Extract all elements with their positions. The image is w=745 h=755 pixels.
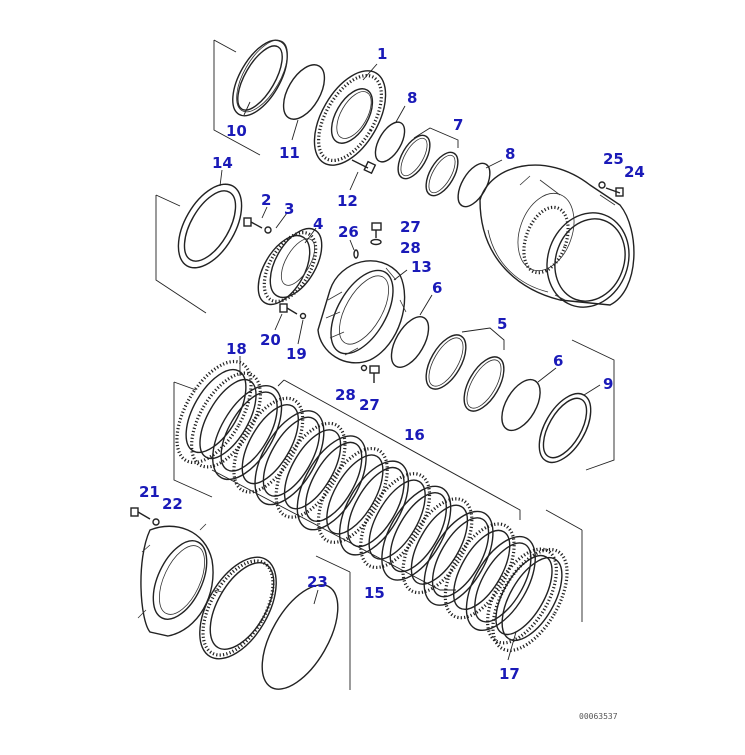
callout-11: 11: [279, 144, 300, 162]
callout-16: 16: [404, 426, 425, 444]
clutch-plate-outer: [423, 510, 494, 606]
clutch-plate-outer: [232, 396, 305, 494]
clutch-plate-inner: [368, 479, 426, 560]
bolt-21: [130, 507, 151, 520]
thrust-plate-14: [177, 183, 243, 269]
callout-28a: 28: [400, 239, 421, 257]
callout-27b: 27: [359, 396, 380, 414]
clutch-plate-inner: [199, 378, 257, 460]
o-ring-11: [282, 64, 326, 120]
bolt-27-upper: [371, 222, 382, 238]
washer-28-lower: [360, 364, 368, 372]
callout-19: 19: [286, 345, 307, 363]
o-ring-6-lower: [501, 378, 541, 432]
callout-2: 2: [261, 191, 271, 209]
bolt-27-lower: [369, 365, 380, 383]
bolt-24: [605, 187, 624, 197]
bolt-2: [243, 217, 263, 229]
pin-26: [353, 249, 359, 259]
clutch-plate-outer: [465, 535, 536, 632]
clutch-plate-outer: [443, 522, 516, 620]
o-ring-8-upper: [374, 121, 406, 163]
callout-15: 15: [364, 584, 385, 602]
callout-23: 23: [307, 573, 328, 591]
clutch-plate-inner: [453, 529, 511, 610]
ring-10: [232, 39, 288, 117]
clutch-plate-inner: [326, 454, 384, 535]
o-ring-23: [261, 584, 339, 690]
o-ring-6-upper: [390, 316, 430, 368]
callout-27a: 27: [400, 218, 421, 236]
callout-1: 1: [377, 45, 387, 63]
callout-26: 26: [338, 223, 359, 241]
washer-22: [152, 518, 160, 526]
clutch-plate-outer: [212, 384, 283, 481]
callout-6b: 6: [553, 352, 563, 370]
clutch-plate-inner: [431, 517, 490, 598]
seal-rings-5: [425, 334, 505, 412]
clutch-plate-outer: [338, 460, 410, 556]
clutch-plate-outer: [296, 435, 367, 531]
ring-gear: [199, 556, 277, 660]
bolt-20: [279, 303, 298, 315]
bolt-12: [351, 159, 377, 175]
hub-4: [257, 227, 323, 306]
callout-24: 24: [624, 163, 645, 181]
clutch-plates: [175, 359, 569, 653]
callout-7: 7: [453, 116, 463, 134]
washer-3: [264, 226, 272, 234]
ring-9: [538, 392, 592, 464]
callout-22: 22: [162, 495, 183, 513]
transmission-housing: [479, 164, 635, 308]
callout-labels: 1 2 3 4 5 6 6 7 8 8 9 10 11 12 13 14 15 …: [139, 45, 645, 721]
clutch-plate-inner: [389, 492, 447, 573]
callout-21: 21: [139, 483, 160, 501]
clutch-plate-inner: [220, 391, 278, 472]
end-clutch-plate-inner: [501, 556, 563, 642]
pin-19: [299, 312, 307, 320]
drawing-code: 00063537: [579, 712, 618, 721]
callout-17: 17: [499, 665, 520, 683]
clutch-plate-outer: [359, 472, 432, 570]
clutch-plate-inner: [474, 542, 532, 623]
end-clutch-plate: [175, 359, 253, 465]
end-cover: [137, 523, 223, 637]
leader-lines: [155, 39, 615, 690]
clutch-plate-outer: [274, 421, 347, 519]
callout-13: 13: [411, 258, 432, 276]
callout-8b: 8: [505, 145, 515, 163]
callout-3: 3: [284, 200, 294, 218]
clutch-plate-inner: [305, 441, 363, 522]
clutch-plate-outer: [254, 410, 325, 506]
callout-28b: 28: [335, 386, 356, 404]
clutch-plate-outer: [401, 497, 474, 595]
callout-9: 9: [603, 375, 613, 393]
clutch-plate-outer: [381, 485, 452, 581]
callout-25: 25: [603, 150, 624, 168]
washer-28-upper: [370, 238, 382, 246]
callout-20: 20: [260, 331, 281, 349]
seal-rings-7: [397, 134, 459, 197]
callout-14: 14: [212, 154, 233, 172]
clutch-plate-outer: [190, 371, 262, 469]
clutch-plate-inner: [410, 504, 469, 585]
callout-6a: 6: [432, 279, 442, 297]
clutch-plate-inner: [262, 416, 321, 497]
clutch-plate-inner: [241, 404, 299, 485]
carrier-13: [317, 260, 407, 364]
end-clutch-plate: [491, 547, 569, 653]
clutch-plate-inner: [283, 429, 342, 510]
callout-4: 4: [313, 215, 323, 233]
end-clutch-plate-inner: [185, 368, 247, 454]
callout-5: 5: [497, 315, 507, 333]
callout-12: 12: [337, 192, 358, 210]
callout-18: 18: [226, 340, 247, 358]
clutch-plate-outer: [486, 547, 558, 645]
callout-8a: 8: [407, 89, 417, 107]
washer-25: [598, 181, 606, 189]
callout-10: 10: [226, 122, 247, 140]
retainer-flange-1: [313, 70, 387, 166]
